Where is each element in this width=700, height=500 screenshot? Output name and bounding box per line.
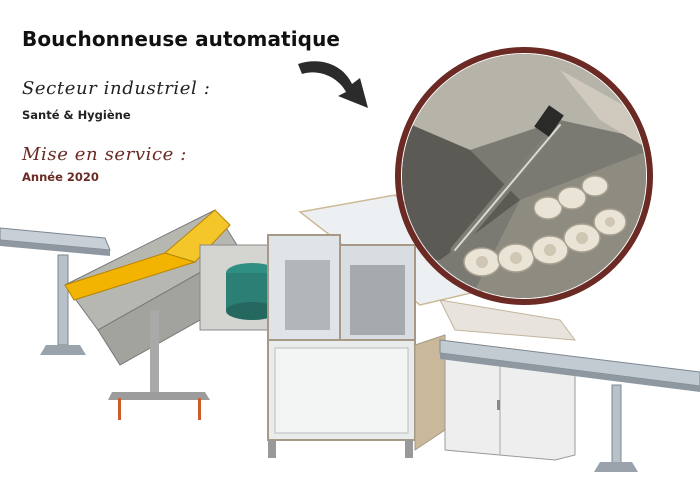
right-conveyor [439, 339, 700, 472]
page-title: Bouchonneuse automatique [22, 27, 341, 51]
machine-frame [267, 194, 577, 458]
sector-value: Santé & Hygiène [22, 108, 131, 122]
pointer-arrow-icon [298, 61, 368, 108]
bowl-feeder [199, 244, 278, 331]
service-label: Mise en service : [22, 144, 187, 165]
sector-label: Secteur industriel : [22, 78, 211, 99]
service-value: Année 2020 [22, 170, 99, 184]
zoom-detail-circle [395, 47, 653, 305]
left-conveyor [0, 227, 111, 355]
